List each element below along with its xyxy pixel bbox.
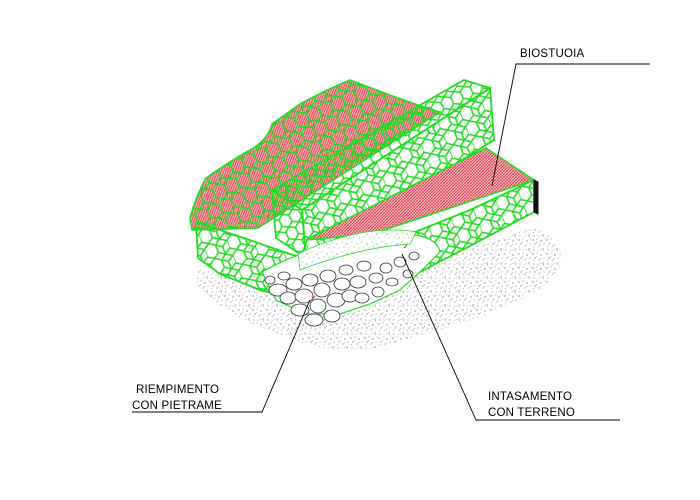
stone-fill xyxy=(261,229,441,327)
leader-riempimento xyxy=(132,299,311,413)
label-riempimento-line2: CON PIETRAME xyxy=(132,400,222,412)
label-intasamento-line1: INTASAMENTO xyxy=(488,391,572,403)
biostuoia-slope-back xyxy=(189,79,442,231)
leader-lines xyxy=(132,63,650,421)
leader-biostuoia xyxy=(491,63,650,187)
label-riempimento-line1: RIEMPIMENTO xyxy=(136,384,219,396)
leader-intasamento xyxy=(401,253,620,421)
label-biostuoia: BIOSTUOIA xyxy=(520,48,585,60)
label-intasamento-line2: CON TERRENO xyxy=(488,407,575,419)
upper-gabion-block xyxy=(270,79,495,260)
